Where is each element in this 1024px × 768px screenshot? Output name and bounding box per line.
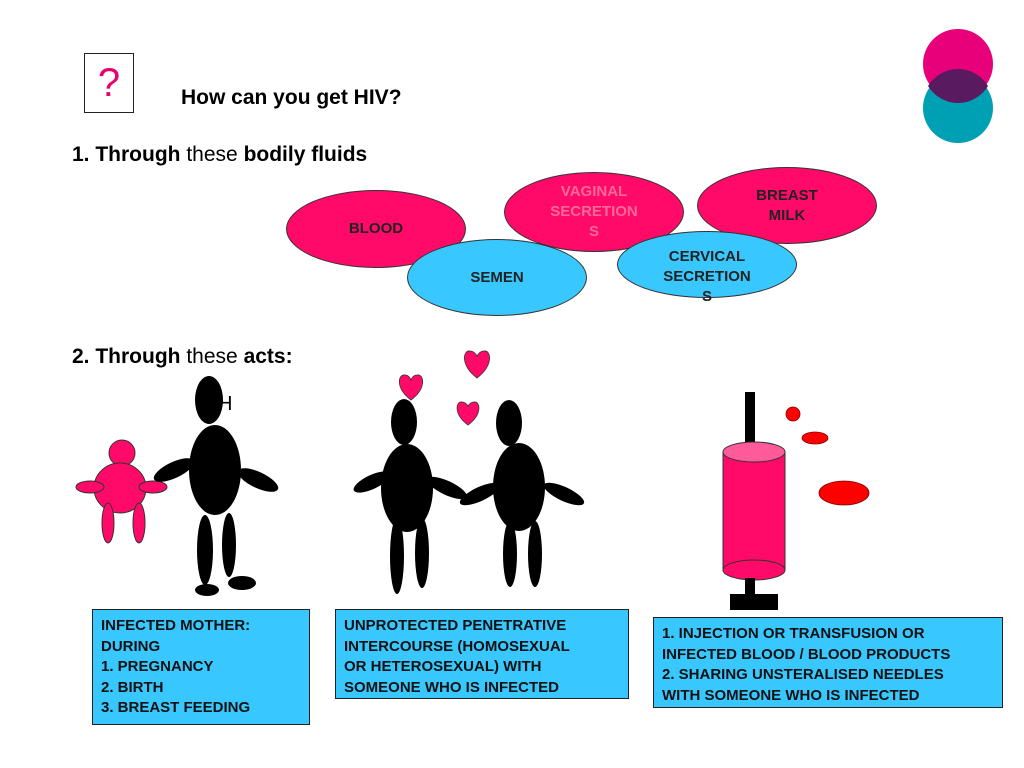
heart-icon [464,350,490,379]
logo-circle-overlap [928,69,988,103]
heart-icon [398,374,424,401]
section-2-heading: 2. Through these acts: [72,345,293,368]
slide-title: How can you get HIV? [181,86,402,109]
syringe-illustration [722,392,786,610]
box-unprotected-intercourse: UNPROTECTED PENETRATIVE INTERCOURSE (HOM… [335,609,629,699]
syringe-plunger-handle [730,594,778,610]
heart-icon [456,401,480,426]
box-injection-transfusion: 1. INJECTION OR TRANSFUSION OR INFECTED … [653,617,1003,708]
mother-figure [153,376,279,596]
logo-circles [923,29,993,143]
couple-figures [353,399,585,594]
fluid-semen: SEMEN [407,239,587,316]
syringe-needle [745,392,755,458]
blood-drops [785,406,870,506]
question-box: ? [84,53,134,113]
heart-icons [398,350,490,426]
baby-figure [75,439,168,544]
box-infected-mother: INFECTED MOTHER: DURING 1. PREGNANCY 2. … [92,609,310,725]
stray-text-mark: H [218,393,233,415]
section-1-heading: 1. Through these bodily fluids [72,143,368,166]
